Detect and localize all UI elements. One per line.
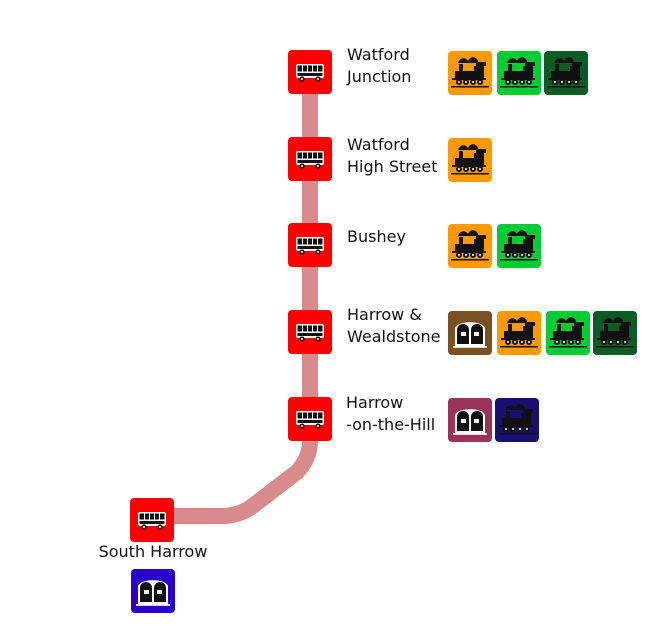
station-south-harrow: South Harrow <box>99 498 208 613</box>
interchange-orange-rail <box>497 311 541 355</box>
station-label-line: -on-the-Hill <box>346 415 435 434</box>
station-label-line: Harrow <box>346 393 403 412</box>
underground-train-icon <box>453 409 487 435</box>
bus-stop-icon <box>288 223 332 267</box>
station-label-line: Harrow & <box>347 305 422 324</box>
interchange-navy-rail <box>495 398 539 442</box>
route-line <box>145 64 318 524</box>
station-label: Harrow & Wealdstone <box>347 305 441 346</box>
interchange-green-rail <box>497 51 541 95</box>
interchange-orange-rail <box>448 138 492 182</box>
station-label-line: High Street <box>347 157 437 176</box>
station-label-line: Bushey <box>347 227 406 246</box>
interchange-green-rail <box>497 224 541 268</box>
interchange-orange-rail <box>448 224 492 268</box>
station-label: South Harrow <box>99 542 208 561</box>
station-label: Harrow -on-the-Hill <box>346 393 435 434</box>
station-label-line: Watford <box>347 135 410 154</box>
bus-stop-icon <box>288 137 332 181</box>
station-bushey: Bushey <box>288 223 541 268</box>
station-label-line: Wealdstone <box>347 327 441 346</box>
underground-train-icon <box>136 580 170 606</box>
bus-stop-icon <box>288 310 332 354</box>
station-label: Bushey <box>347 227 406 246</box>
interchange-magenta-underground <box>448 398 492 442</box>
interchange-orange-rail <box>448 51 492 95</box>
bus-stop-icon <box>288 397 332 441</box>
bus-stop-icon <box>288 50 332 94</box>
interchange-darkgreen-rail <box>544 51 588 95</box>
station-label-line: Watford <box>347 45 410 64</box>
station-label-line: Junction <box>346 67 411 86</box>
bus-stop-icon <box>130 498 174 542</box>
route-line-layer <box>145 64 318 524</box>
interchange-brown-underground <box>448 311 492 355</box>
underground-train-icon <box>453 322 487 348</box>
interchange-green-rail <box>546 311 590 355</box>
station-label-line: South Harrow <box>99 542 208 561</box>
interchange-blue-underground <box>131 569 175 613</box>
station-harrow-on-the-hill: Harrow -on-the-Hill <box>288 393 539 442</box>
interchange-darkgreen-rail <box>593 311 637 355</box>
station-harrow-wealdstone: Harrow & Wealdstone <box>288 305 637 355</box>
